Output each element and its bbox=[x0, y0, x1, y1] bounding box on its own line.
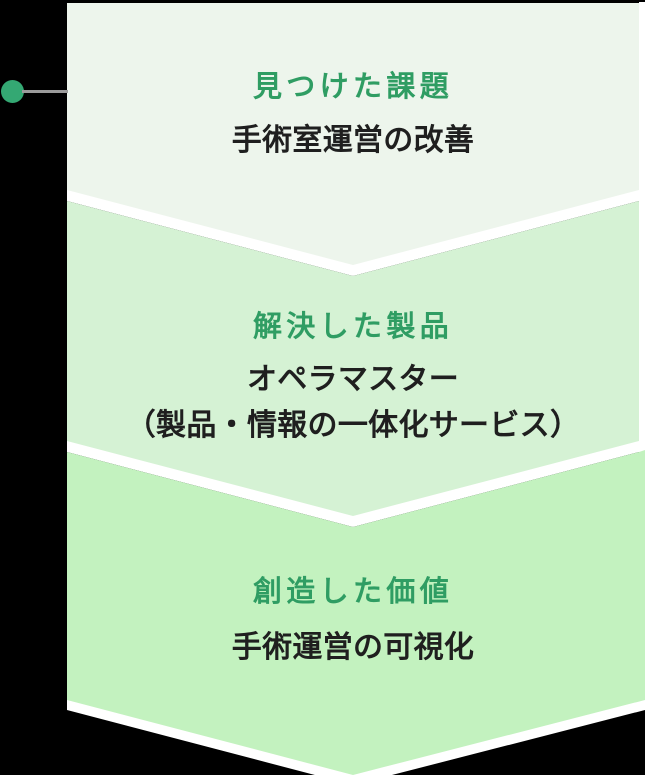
right-edge-page-background bbox=[639, 2, 645, 455]
section-1-issue-text: 手術室運営の改善 bbox=[231, 124, 475, 157]
chevron-section-3-shape bbox=[67, 450, 645, 775]
timeline-connector-line bbox=[22, 90, 68, 93]
section-2-product-text: オペラマスター （製品・情報の一体化サービス） bbox=[67, 357, 639, 449]
timeline-dot-icon bbox=[1, 80, 24, 103]
section-2-product-line-2: （製品・情報の一体化サービス） bbox=[125, 409, 581, 442]
section-2-product-title: 解決した製品 bbox=[252, 311, 454, 343]
chevron-section-1-shape bbox=[67, 3, 639, 265]
section-1-issue-title: 見つけた課題 bbox=[252, 71, 454, 103]
section-2-product-line-1: オペラマスター bbox=[246, 363, 460, 396]
section-3-value-title: 創造した価値 bbox=[252, 576, 454, 608]
chevron-section-2-shape bbox=[67, 201, 639, 516]
section-3-value-text: 手術運営の可視化 bbox=[231, 631, 475, 664]
